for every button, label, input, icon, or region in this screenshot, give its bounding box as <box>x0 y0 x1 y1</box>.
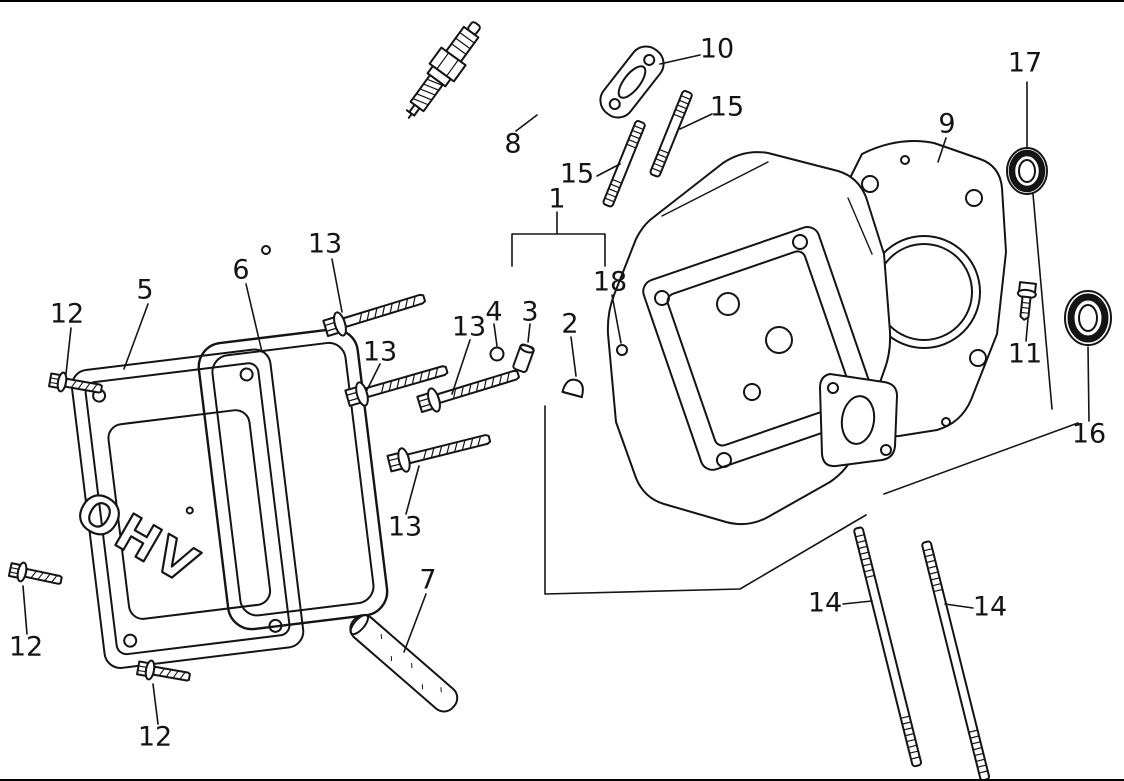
spark-plug-drawing <box>405 21 481 119</box>
seal-16-drawing <box>1064 290 1112 346</box>
bolt-13-drawing <box>385 426 494 477</box>
gasket-hole-mark <box>261 245 271 255</box>
stud-15-left-drawing <box>601 119 647 209</box>
stud-14-right-drawing <box>920 539 991 779</box>
bolt-11-drawing <box>1016 281 1037 321</box>
seal-17-drawing <box>1006 147 1048 195</box>
stud-15-right-drawing <box>648 89 694 179</box>
cylinder-head-drawing <box>606 151 898 526</box>
washer-4-drawing <box>489 346 505 362</box>
port-gasket-drawing <box>599 45 665 119</box>
cap-2-drawing <box>561 378 584 399</box>
leader-lines <box>22 54 1090 725</box>
bolt-12-drawing <box>7 559 65 591</box>
guide-3-drawing <box>512 343 535 373</box>
valve-cover-drawing <box>70 348 305 669</box>
stud-14-left-drawing <box>852 525 923 768</box>
cover-gasket-drawing <box>197 328 389 631</box>
breather-tube-drawing <box>349 613 459 713</box>
